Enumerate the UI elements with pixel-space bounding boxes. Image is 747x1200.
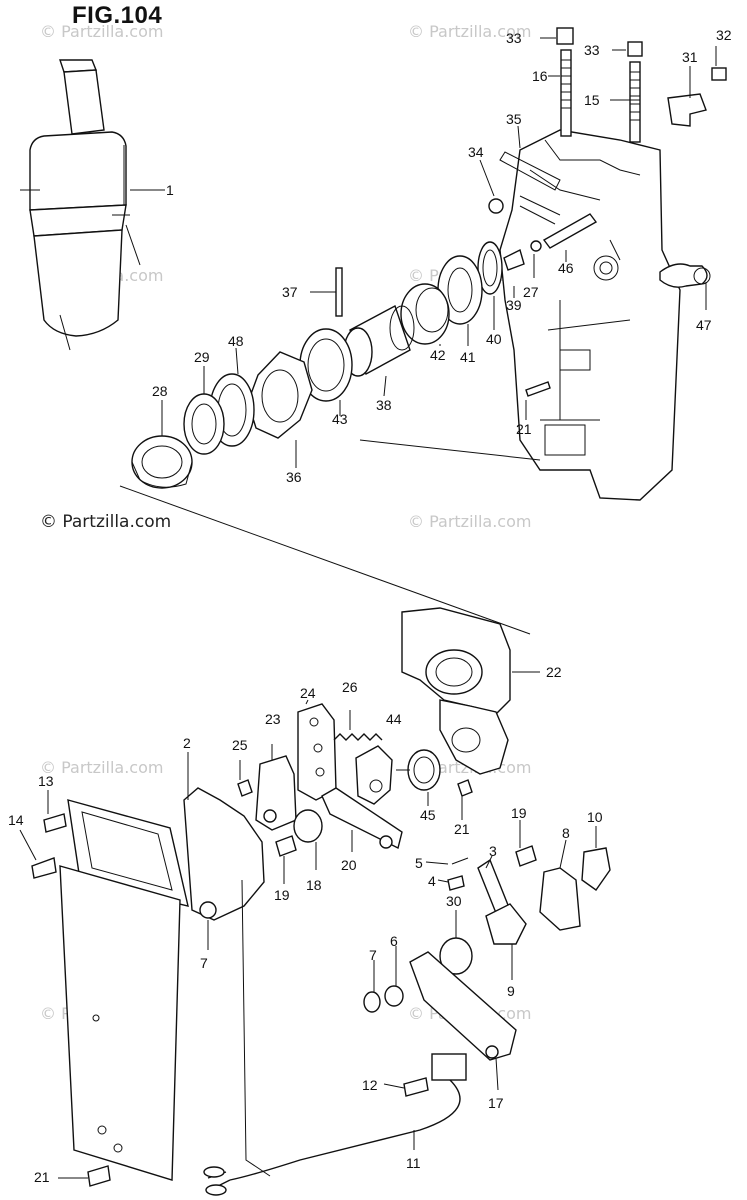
callout-26: 26 <box>342 679 358 695</box>
callout-12: 12 <box>362 1077 378 1093</box>
callout-6: 6 <box>390 933 398 949</box>
remote-control-box <box>20 59 141 351</box>
callout-10: 10 <box>587 809 603 825</box>
callout-43: 43 <box>332 411 348 427</box>
callout-28: 28 <box>152 383 168 399</box>
callout-1: 1 <box>166 182 174 198</box>
studs-and-nuts <box>488 27 727 397</box>
callout-32: 32 <box>716 27 732 43</box>
callout-11: 11 <box>406 1155 421 1171</box>
callout-48: 48 <box>228 333 244 349</box>
callout-7: 7 <box>200 955 208 971</box>
callout-13: 13 <box>38 773 54 789</box>
callout-34: 34 <box>468 144 484 160</box>
callout-38: 38 <box>376 397 392 413</box>
callout-16: 16 <box>532 68 548 84</box>
callout-17: 17 <box>488 1095 504 1111</box>
callout-29: 29 <box>194 349 210 365</box>
callout-7: 7 <box>369 947 377 963</box>
callout-46: 46 <box>558 260 574 276</box>
callout-4: 4 <box>428 873 436 889</box>
callout-31: 31 <box>682 49 698 65</box>
callout-27: 27 <box>523 284 539 300</box>
callout-44: 44 <box>386 711 402 727</box>
callout-35: 35 <box>506 111 522 127</box>
callout-45: 45 <box>420 807 436 823</box>
callout-30: 30 <box>446 893 462 909</box>
upper-housing <box>499 129 681 501</box>
callout-25: 25 <box>232 737 248 753</box>
callout-18: 18 <box>306 877 322 893</box>
drum-gear-stack <box>131 241 503 489</box>
watermark: © Partzilla.com <box>408 22 532 41</box>
watermark-main: © Partzilla.com <box>40 512 172 532</box>
watermark: © Partzilla.com <box>408 512 532 531</box>
callout-39: 39 <box>506 297 522 313</box>
cover-plates <box>31 787 265 1187</box>
callout-40: 40 <box>486 331 502 347</box>
callout-2: 2 <box>183 735 191 751</box>
leader-lines <box>19 37 717 1179</box>
callout-21: 21 <box>34 1169 50 1185</box>
watermark: © Partzilla.com <box>40 22 164 41</box>
callout-labels: 1 2 3 4 5 6 7 7 8 9 10 11 12 13 14 15 16… <box>8 27 732 1185</box>
callout-8: 8 <box>562 825 570 841</box>
shift-lever-parts <box>237 703 537 867</box>
callout-14: 14 <box>8 812 24 828</box>
callout-47: 47 <box>696 317 712 333</box>
callout-19: 19 <box>511 805 527 821</box>
callout-19: 19 <box>274 887 290 903</box>
watermark: © Partzilla.com <box>40 758 164 777</box>
callout-9: 9 <box>507 983 515 999</box>
callout-21: 21 <box>454 821 470 837</box>
callout-33: 33 <box>506 30 522 46</box>
figure-title: FIG.104 <box>72 2 163 29</box>
callout-24: 24 <box>300 685 316 701</box>
callout-5: 5 <box>415 855 423 871</box>
callout-21: 21 <box>516 421 532 437</box>
callout-15: 15 <box>584 92 600 108</box>
callout-33: 33 <box>584 42 600 58</box>
callout-36: 36 <box>286 469 302 485</box>
callout-41: 41 <box>460 349 476 365</box>
lower-case <box>401 607 511 775</box>
callout-20: 20 <box>341 857 357 873</box>
callout-42: 42 <box>430 347 446 363</box>
callout-23: 23 <box>265 711 281 727</box>
callout-22: 22 <box>546 664 562 680</box>
callout-3: 3 <box>489 843 497 859</box>
callout-37: 37 <box>282 284 298 300</box>
switch-parts <box>203 847 611 1196</box>
